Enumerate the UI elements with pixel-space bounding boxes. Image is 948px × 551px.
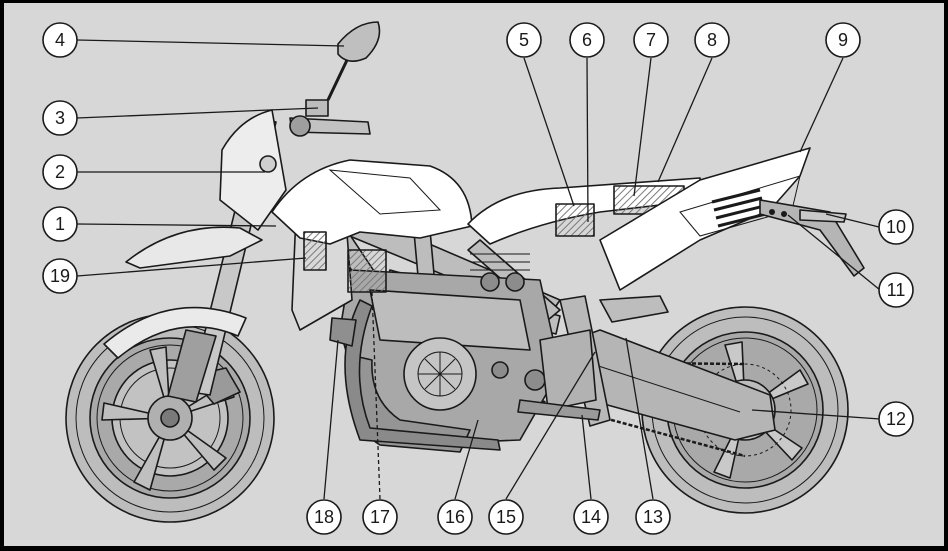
tail-section bbox=[599, 147, 811, 291]
callout-label-6: 6 bbox=[582, 30, 592, 50]
callout-4: 4 bbox=[42, 22, 78, 58]
callout-label-10: 10 bbox=[886, 217, 906, 237]
callout-label-17: 17 bbox=[370, 507, 390, 527]
callout-5: 5 bbox=[506, 22, 542, 58]
callout-18: 18 bbox=[306, 499, 342, 535]
callout-9: 9 bbox=[825, 22, 861, 58]
callout-17: 17 bbox=[362, 499, 398, 535]
rear-view-mirror bbox=[326, 21, 381, 101]
callout-markers: 4 3 2 1 19 5 6 7 bbox=[42, 22, 914, 535]
callout-12: 12 bbox=[878, 401, 914, 437]
callout-label-16: 16 bbox=[445, 507, 465, 527]
callout-label-19: 19 bbox=[50, 266, 70, 286]
callout-16: 16 bbox=[437, 499, 473, 535]
callout-label-1: 1 bbox=[55, 214, 65, 234]
callout-label-14: 14 bbox=[581, 507, 601, 527]
callout-label-15: 15 bbox=[496, 507, 516, 527]
callout-label-11: 11 bbox=[887, 280, 906, 300]
callout-6: 6 bbox=[569, 22, 605, 58]
callout-19: 19 bbox=[42, 258, 78, 294]
callout-3: 3 bbox=[42, 100, 78, 136]
callout-2: 2 bbox=[42, 154, 78, 190]
gear-shift-lever bbox=[329, 317, 357, 347]
callout-label-7: 7 bbox=[646, 30, 656, 50]
callout-label-3: 3 bbox=[55, 108, 65, 128]
callout-7: 7 bbox=[633, 22, 669, 58]
license-plate-holder bbox=[759, 199, 865, 277]
engine bbox=[339, 253, 597, 453]
motorcycle-illustration bbox=[65, 21, 865, 523]
callout-1: 1 bbox=[42, 206, 78, 242]
callout-8: 8 bbox=[694, 22, 730, 58]
callout-label-18: 18 bbox=[314, 507, 334, 527]
callout-label-9: 9 bbox=[838, 30, 848, 50]
handlebar bbox=[289, 99, 371, 137]
front-wheel bbox=[65, 313, 275, 523]
callout-label-4: 4 bbox=[55, 30, 65, 50]
callout-14: 14 bbox=[573, 499, 609, 535]
callout-15: 15 bbox=[488, 499, 524, 535]
side-stand bbox=[517, 399, 601, 421]
callout-label-8: 8 bbox=[707, 30, 717, 50]
callout-11: 11 bbox=[878, 272, 914, 308]
passenger-footpeg-bracket bbox=[599, 295, 669, 323]
callout-label-5: 5 bbox=[519, 30, 529, 50]
callout-label-13: 13 bbox=[643, 507, 663, 527]
leader-lines bbox=[76, 39, 881, 500]
callout-13: 13 bbox=[635, 499, 671, 535]
callout-label-12: 12 bbox=[886, 409, 906, 429]
callout-10: 10 bbox=[878, 209, 914, 245]
callout-label-2: 2 bbox=[55, 162, 65, 182]
headlight-fairing bbox=[125, 109, 287, 269]
